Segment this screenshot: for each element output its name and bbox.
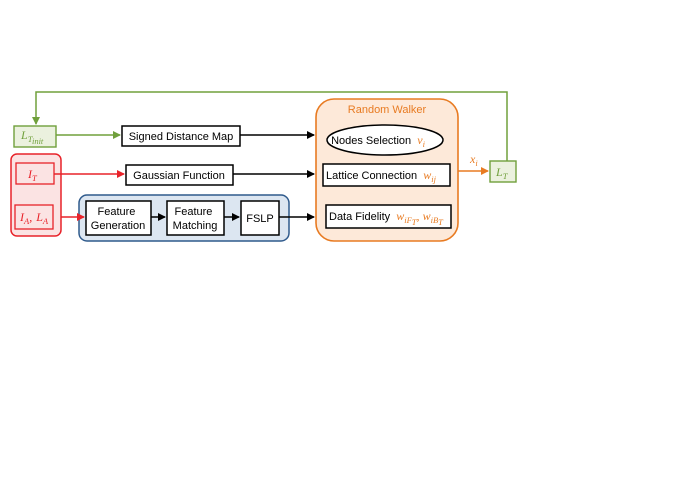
fslp-node bbox=[240, 200, 280, 236]
fslp-label: FSLP bbox=[246, 213, 274, 225]
it-label: IT bbox=[27, 167, 38, 183]
xi-label: xi bbox=[469, 152, 478, 168]
lt-output-label: LT bbox=[495, 165, 509, 181]
ia-la-node bbox=[14, 204, 54, 230]
feature-matching-label: Feature Matching bbox=[173, 206, 218, 232]
feature-generation-node bbox=[85, 200, 152, 236]
gaussian-function-node bbox=[125, 164, 234, 186]
lt-init-label: LTinit bbox=[20, 128, 44, 146]
feedback-arrow bbox=[32, 91, 508, 161]
lt-output-node bbox=[489, 160, 517, 183]
lt-init-node bbox=[13, 125, 57, 148]
nodes-selection-node bbox=[326, 124, 444, 156]
lattice-connection-node bbox=[322, 163, 451, 187]
nodes-selection-label: Nodes Selection vi bbox=[331, 133, 426, 149]
signed-distance-map-label: Signed Distance Map bbox=[129, 131, 234, 143]
data-fidelity-node bbox=[325, 204, 452, 229]
data-fidelity-label: Data Fidelity wiFT, wiBT bbox=[329, 209, 444, 227]
feature-matching-node bbox=[166, 200, 225, 236]
signed-distance-map-node bbox=[121, 125, 241, 147]
ia-la-label: IA, LA bbox=[19, 208, 49, 226]
lattice-connection-label: Lattice Connection wij bbox=[326, 168, 437, 184]
random-walker-title: Random Walker bbox=[348, 104, 427, 116]
feature-generation-label: Feature Generation bbox=[91, 206, 145, 232]
gaussian-function-label: Gaussian Function bbox=[133, 170, 225, 182]
